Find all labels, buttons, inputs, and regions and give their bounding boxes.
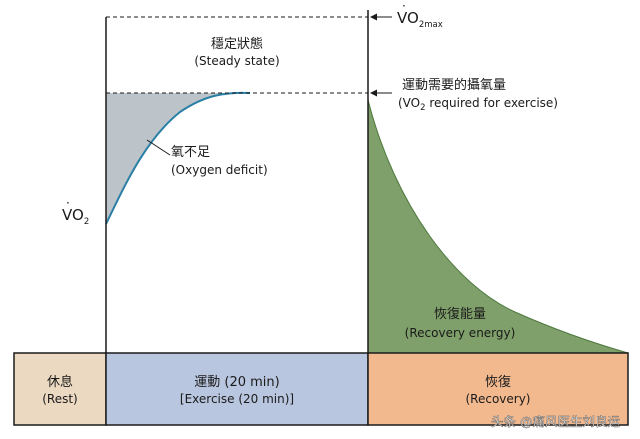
required-arrow-head [370, 89, 377, 97]
vo2max-label: VO2max [397, 9, 443, 30]
recovery-curve [367, 99, 629, 354]
exercise-band [105, 352, 369, 426]
deficit-en: (Oxygen deficit) [171, 163, 268, 177]
recovery-energy-zh: 恢復能量 [434, 306, 486, 322]
recovery-zh: 恢復 [485, 374, 511, 390]
deficit-leader-line [146, 139, 171, 156]
vo2-axis-dot: · [66, 196, 70, 210]
recovery-en: (Recovery) [465, 392, 530, 406]
vo2max-arrow-head [370, 13, 377, 21]
oxygen-uptake-curve [105, 91, 251, 225]
recovery-energy-area [368, 100, 628, 353]
oxygen-deficit-area [106, 92, 250, 224]
steady-state-en: (Steady state) [194, 54, 279, 68]
vo2-axis-label: VO2 [62, 206, 89, 227]
rest-en: (Rest) [42, 392, 78, 406]
watermark: 头条 @痛风医生刘良运 [491, 414, 620, 429]
vo2max-dot: · [402, 0, 406, 13]
rest-band [13, 352, 107, 426]
required-zh: 運動需要的攝氧量 [402, 77, 506, 93]
recovery-band [367, 352, 629, 426]
required-en: (VO2 required for exercise) [398, 96, 558, 113]
exercise-zh: 運動 (20 min) [194, 375, 279, 390]
recovery-energy-en: (Recovery energy) [405, 326, 516, 340]
steady-state-zh: 穩定狀態 [211, 36, 263, 52]
deficit-zh: 氧不足 [171, 145, 210, 160]
rest-zh: 休息 [47, 374, 73, 390]
exercise-en: [Exercise (20 min)] [180, 392, 294, 406]
